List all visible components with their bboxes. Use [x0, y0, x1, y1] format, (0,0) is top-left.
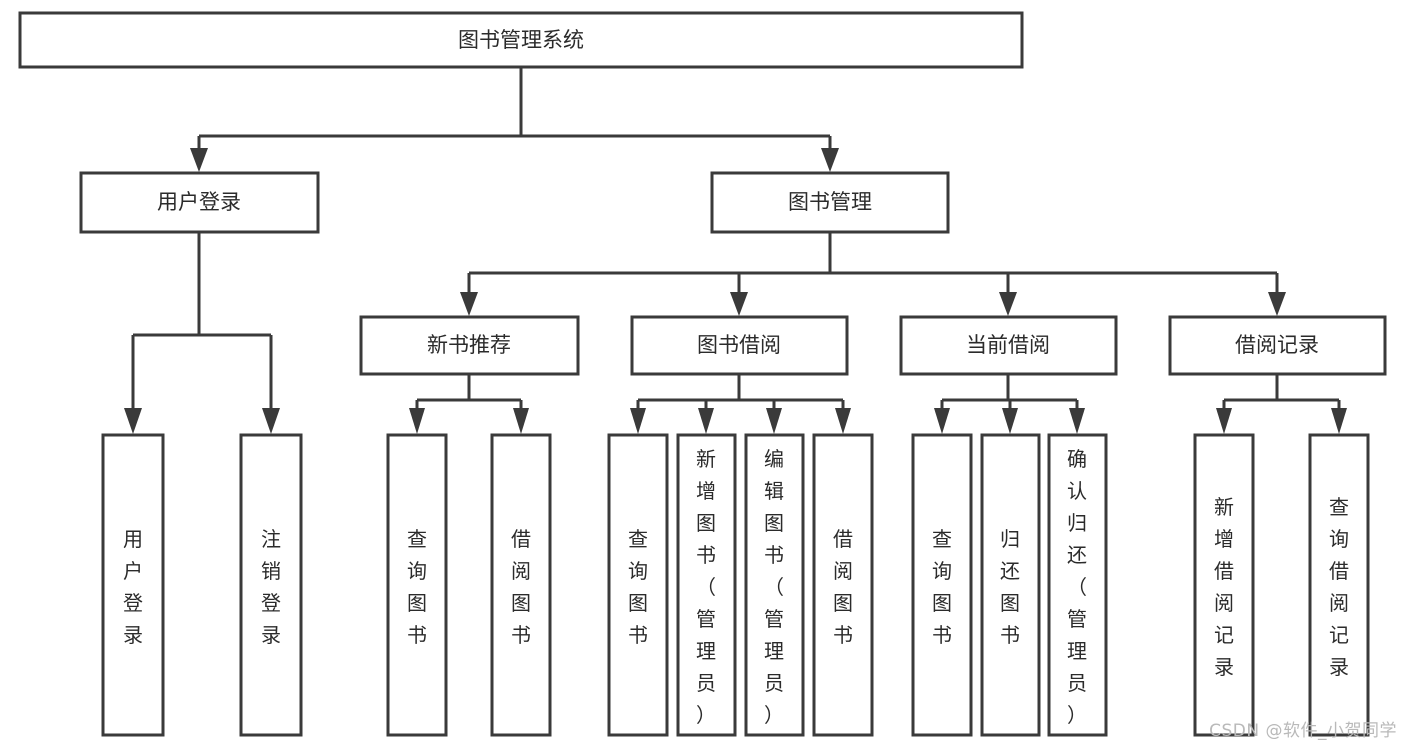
node-leaf-logout-login[interactable]: 注销登录	[239, 433, 303, 737]
node-leaf-edit-book[interactable]: 编辑图书（管理员）	[744, 433, 805, 737]
node-leaf-add-record[interactable]: 新增借阅记录	[1193, 433, 1255, 737]
arrowhead-current-borrow	[999, 292, 1017, 316]
node-root[interactable]: 图书管理系统	[18, 11, 1024, 69]
node-leaf-confirm-return-box[interactable]	[1047, 433, 1108, 737]
node-user-login[interactable]: 用户登录	[79, 171, 320, 234]
arrowhead-leaf-borrow-book-2	[835, 408, 851, 434]
node-leaf-logout-login-box[interactable]	[239, 433, 303, 737]
node-leaf-user-login-label: 用户登录	[123, 527, 143, 647]
node-leaf-add-record-box[interactable]	[1193, 433, 1255, 737]
node-leaf-query-record-label: 查询借阅记录	[1329, 495, 1349, 679]
node-leaf-borrow-book-2-label: 借阅图书	[833, 527, 853, 647]
arrowhead-leaf-return-book	[1002, 408, 1018, 434]
node-leaf-confirm-return-label: 确认归还（管理员）	[1067, 447, 1087, 727]
node-current-borrow[interactable]: 当前借阅	[899, 315, 1118, 376]
node-leaf-confirm-return[interactable]: 确认归还（管理员）	[1047, 433, 1108, 737]
arrowhead-leaf-add-book	[698, 408, 714, 434]
node-leaf-query-book-2-box[interactable]	[607, 433, 669, 737]
node-leaf-query-book-3[interactable]: 查询图书	[911, 433, 973, 737]
node-leaf-borrow-book-2[interactable]: 借阅图书	[812, 433, 874, 737]
node-root-box[interactable]	[18, 11, 1024, 69]
node-leaf-add-book-box[interactable]	[676, 433, 737, 737]
arrowhead-book-borrow	[730, 292, 748, 316]
arrowhead-user-login	[190, 148, 208, 172]
node-leaf-query-book-1-label: 查询图书	[407, 527, 427, 647]
node-leaf-query-book-3-box[interactable]	[911, 433, 973, 737]
node-leaf-query-record-box[interactable]	[1308, 433, 1370, 737]
node-leaf-add-book-label: 新增图书（管理员）	[696, 447, 716, 727]
node-leaf-borrow-book-1-label: 借阅图书	[511, 527, 531, 647]
node-leaf-return-book-label: 归还图书	[1000, 527, 1020, 647]
node-leaf-query-book-3-label: 查询图书	[932, 527, 952, 647]
node-book-management-label: 图书管理	[788, 190, 872, 214]
arrowhead-leaf-user-login	[124, 408, 142, 434]
arrowhead-leaf-query-record	[1331, 408, 1347, 434]
node-book-management-box[interactable]	[710, 171, 950, 234]
node-leaf-add-book[interactable]: 新增图书（管理员）	[676, 433, 737, 737]
node-leaf-return-book-box[interactable]	[980, 433, 1041, 737]
node-leaf-query-book-2-label: 查询图书	[628, 527, 648, 647]
node-leaf-user-login-box[interactable]	[101, 433, 165, 737]
arrowhead-leaf-query-book-2	[630, 408, 646, 434]
arrowhead-leaf-query-book-3	[934, 408, 950, 434]
node-leaf-user-login[interactable]: 用户登录	[101, 433, 165, 737]
node-book-borrow[interactable]: 图书借阅	[630, 315, 849, 376]
node-leaf-query-record[interactable]: 查询借阅记录	[1308, 433, 1370, 737]
node-book-management[interactable]: 图书管理	[710, 171, 950, 234]
node-leaf-edit-book-label: 编辑图书（管理员）	[764, 447, 784, 727]
node-leaf-query-book-1[interactable]: 查询图书	[386, 433, 448, 737]
arrowhead-borrow-record	[1268, 292, 1286, 316]
node-leaf-borrow-book-2-box[interactable]	[812, 433, 874, 737]
arrowhead-leaf-confirm-return	[1069, 408, 1085, 434]
node-user-login-label: 用户登录	[157, 190, 241, 214]
leaf-nodes-group: 用户登录 注销登录 查询图书 借阅图书 查询图书 新增图书（管理员）	[101, 433, 1370, 737]
node-new-book-recommend-label: 新书推荐	[427, 333, 511, 357]
node-leaf-edit-book-box[interactable]	[744, 433, 805, 737]
node-borrow-record-label: 借阅记录	[1235, 333, 1319, 357]
node-leaf-borrow-book-1-box[interactable]	[490, 433, 552, 737]
node-current-borrow-box[interactable]	[899, 315, 1118, 376]
node-leaf-query-book-2[interactable]: 查询图书	[607, 433, 669, 737]
node-book-borrow-label: 图书借阅	[697, 333, 781, 357]
node-new-book-recommend-box[interactable]	[359, 315, 580, 376]
arrowhead-leaf-logout-login	[262, 408, 280, 434]
connector-group	[124, 67, 1347, 434]
arrowhead-new-book-recommend	[460, 292, 478, 316]
node-leaf-borrow-book-1[interactable]: 借阅图书	[490, 433, 552, 737]
node-borrow-record-box[interactable]	[1168, 315, 1387, 376]
node-root-label: 图书管理系统	[458, 28, 584, 52]
node-leaf-logout-login-label: 注销登录	[261, 527, 281, 647]
node-current-borrow-label: 当前借阅	[966, 333, 1050, 357]
node-leaf-add-record-label: 新增借阅记录	[1214, 495, 1234, 679]
node-book-borrow-box[interactable]	[630, 315, 849, 376]
node-leaf-return-book[interactable]: 归还图书	[980, 433, 1041, 737]
csdn-watermark: CSDN @软件_小贺同学	[1209, 721, 1397, 741]
arrowhead-leaf-edit-book	[766, 408, 782, 434]
arrowhead-leaf-query-book-1	[409, 408, 425, 434]
node-new-book-recommend[interactable]: 新书推荐	[359, 315, 580, 376]
arrowhead-book-management	[821, 148, 839, 172]
node-user-login-box[interactable]	[79, 171, 320, 234]
arrowhead-leaf-borrow-book-1	[513, 408, 529, 434]
node-borrow-record[interactable]: 借阅记录	[1168, 315, 1387, 376]
arrowhead-leaf-add-record	[1216, 408, 1232, 434]
node-leaf-query-book-1-box[interactable]	[386, 433, 448, 737]
